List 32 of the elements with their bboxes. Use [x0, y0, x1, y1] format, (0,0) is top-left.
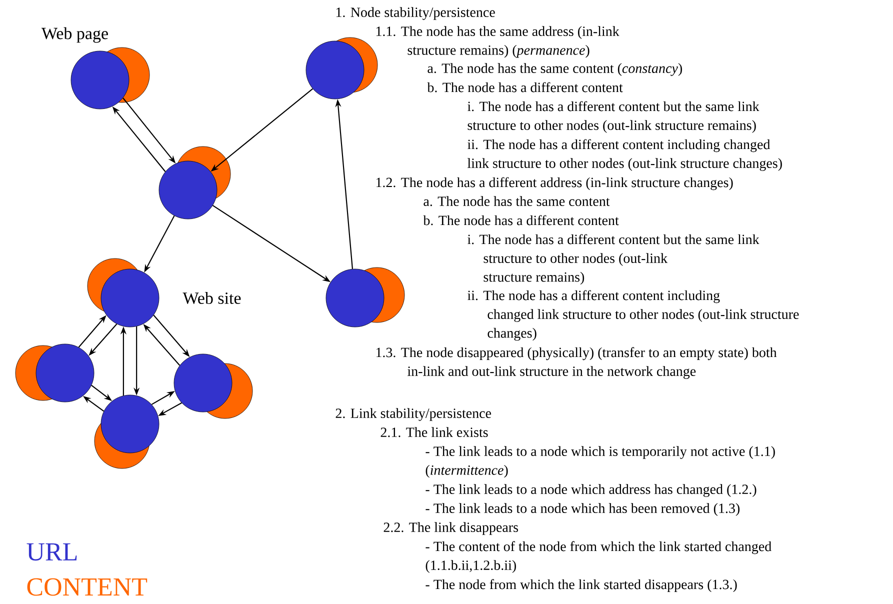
outline-text: ii. The node has a different content including changed link structure to other nodes (out-link structure changes) [468, 290, 799, 341]
node-circles [70, 47, 150, 110]
outline-text: 1.2. The node has a different address (in-link structure changes) [376, 177, 733, 190]
outline-text: - The link leads to a node which address has changed (1.2.) [426, 484, 756, 497]
outline-text: a. The node has the same content (constancy) [428, 63, 682, 76]
outline-text: - The link leads to a node which is temporarily not active (1.1) (intermittence) [426, 446, 775, 478]
node-caption: Web page [42, 27, 108, 43]
node-circles [326, 267, 405, 328]
outline-text: b. The node has a different content [427, 82, 623, 92]
node-circles [306, 37, 378, 100]
outline-text: - The content of the node from which the link started changed (1.1.b.ii,1.2.b.ii) [426, 541, 772, 573]
node-circles [87, 258, 160, 328]
outline-text: - The node from which the link started disappears (1.3.) [426, 579, 737, 592]
outline-text: a. The node has the same content [424, 196, 610, 206]
node-circles [94, 394, 160, 469]
outline-text: 1.1. The node has the same address (in-link structure remains) (permanence) [376, 26, 620, 58]
legend-label: CONTENT [27, 578, 148, 596]
node-caption: Web site [182, 292, 241, 304]
node-circles [174, 354, 253, 419]
outline-text: b. The node has a different content [423, 215, 619, 226]
outline-text: - The link leads to a node which has been removed (1.3) [426, 503, 740, 516]
outline-text: i. The node has a different content but the same link structure to other nodes (out-link structure remains) [468, 234, 760, 285]
outline-text: ii. The node has a different content including changed link structure to other nodes (out-link structure changes) [468, 139, 782, 171]
outline-text: 2.1. The link exists [380, 427, 488, 438]
outline-text: i. The node has a different content but the same link structure to other nodes (out-link structure remains) [468, 101, 760, 133]
outline-text: 1.3. The node disappeared (physically) (transfer to an empty state) both in-link and out-link structure in the network change [376, 347, 777, 379]
outline-text: 1. Node stability/persistence [336, 7, 495, 20]
node-circles [158, 146, 231, 220]
legend-label: URL [26, 543, 77, 561]
outline-text: 2.2. The link disappears [384, 522, 518, 535]
node-circles [15, 344, 94, 402]
outline-text: 2. Link stability/persistence [336, 408, 492, 421]
